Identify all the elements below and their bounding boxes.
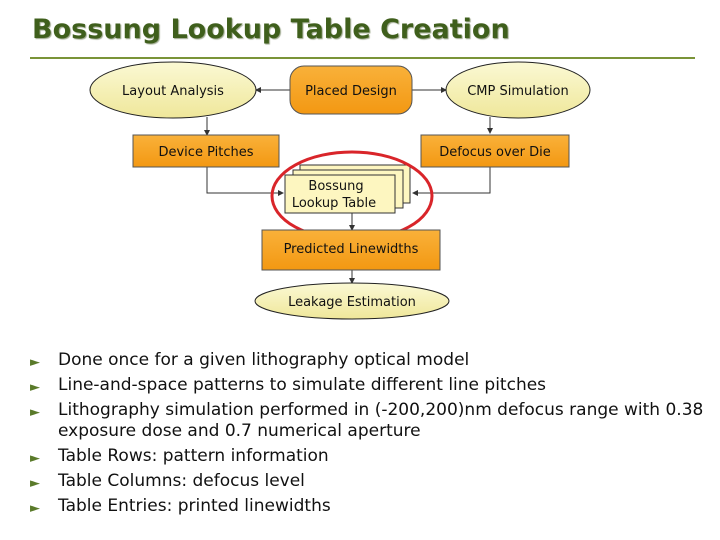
bullet-item: ►Line-and-space patterns to simulate dif… [30, 375, 710, 396]
svg-text:Layout Analysis: Layout Analysis [122, 84, 224, 99]
node-defocus-over-die: Defocus over Die [420, 134, 570, 168]
connectors [204, 87, 493, 284]
bullet-arrow-icon: ► [30, 355, 40, 370]
bullet-item: ►Table Rows: pattern information [30, 446, 710, 467]
bullet-arrow-icon: ► [30, 451, 40, 466]
bullet-arrow-icon: ► [30, 476, 40, 491]
bullet-item: ►Done once for a given lithography optic… [30, 350, 710, 371]
slide-title: Bossung Lookup Table Creation [32, 14, 510, 45]
svg-text:Lookup Table: Lookup Table [292, 196, 376, 211]
bullet-arrow-icon: ► [30, 405, 40, 420]
arrow-pitches-to-bossung [206, 167, 284, 196]
node-layout-analysis: Layout Analysis [89, 61, 257, 119]
svg-text:Defocus over Die: Defocus over Die [439, 145, 551, 160]
node-placed-design: Placed Design [289, 65, 413, 115]
svg-text:Predicted Linewidths: Predicted Linewidths [284, 242, 419, 257]
flow-diagram: Layout Analysis Placed Design CMP Simula… [89, 61, 591, 320]
node-cmp-simulation: CMP Simulation [445, 61, 591, 119]
bullet-item: ►Table Entries: printed linewidths [30, 496, 710, 517]
arrow-defocus-to-bossung [412, 167, 491, 196]
svg-text:Leakage Estimation: Leakage Estimation [288, 295, 416, 310]
node-bossung-lookup-table: Bossung Lookup Table [284, 164, 411, 214]
node-device-pitches: Device Pitches [132, 134, 280, 168]
bullet-item: ►Lithography simulation performed in (-2… [30, 400, 704, 441]
bullet-item: ►Table Columns: defocus level [30, 471, 710, 492]
svg-text:Placed Design: Placed Design [305, 84, 397, 99]
svg-text:Device Pitches: Device Pitches [158, 145, 253, 160]
bullet-arrow-icon: ► [30, 380, 40, 395]
bullet-list: ►Done once for a given lithography optic… [30, 350, 710, 521]
node-leakage-estimation: Leakage Estimation [254, 282, 450, 320]
node-predicted-linewidths: Predicted Linewidths [261, 229, 441, 271]
title-underline [30, 57, 695, 59]
svg-text:CMP Simulation: CMP Simulation [467, 84, 569, 99]
svg-text:Bossung: Bossung [308, 179, 363, 194]
bullet-arrow-icon: ► [30, 501, 40, 516]
